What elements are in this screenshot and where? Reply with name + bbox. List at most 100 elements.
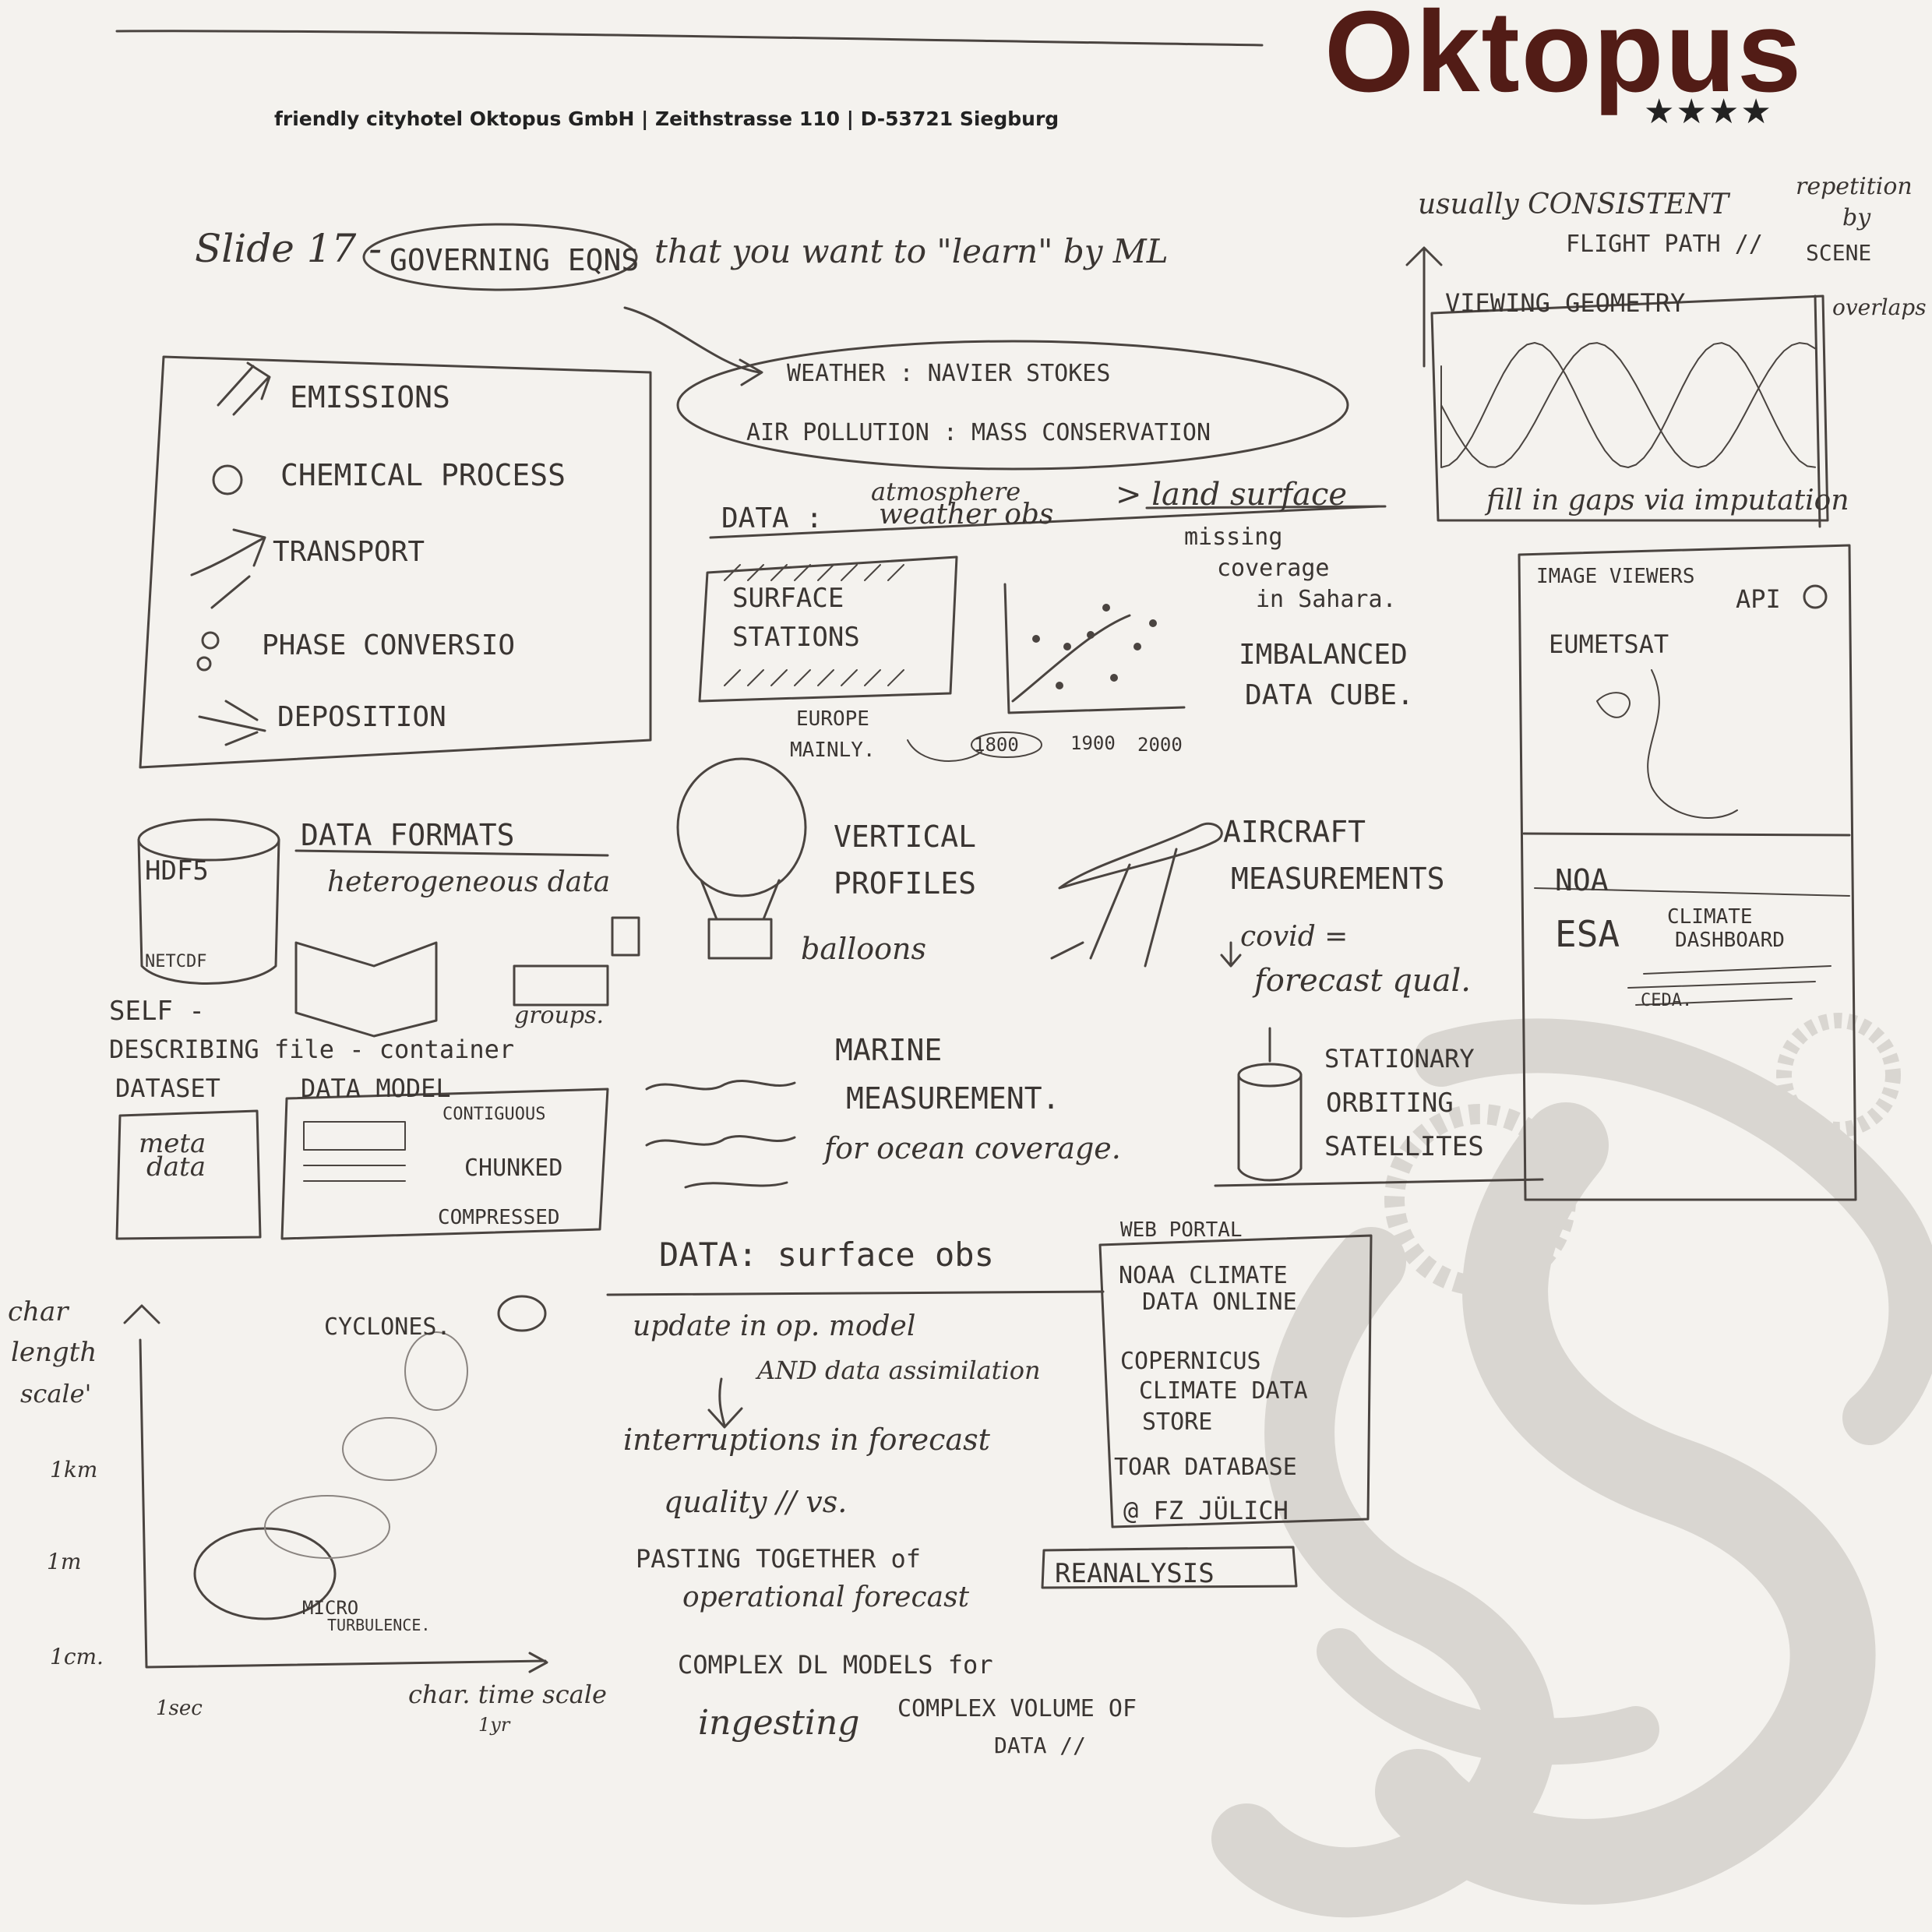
reanalysis-label: REANALYSIS [1055, 1558, 1215, 1589]
station-hatch [887, 564, 904, 581]
flight-path-wave-1 [1440, 342, 1816, 468]
hdf5-db-body [137, 838, 280, 985]
flight-path-wave-2 [1440, 342, 1816, 468]
year-2000: 2000 [1137, 734, 1183, 756]
esa-label: ESA [1555, 913, 1620, 955]
processes-box [139, 355, 652, 769]
hotel-stars: ★★★★ [1644, 92, 1773, 132]
scatter-point [1087, 631, 1095, 639]
reanalysis-box [1041, 1546, 1298, 1589]
viewing-geometry-label: VIEWING GEOMETRY [1445, 288, 1686, 318]
covid-2: forecast qual. [1254, 963, 1471, 999]
climate-1: CLIMATE [1667, 905, 1753, 929]
scale-ylabel-2: length [11, 1337, 97, 1368]
scale-axes [139, 1338, 547, 1669]
satellite-body [1237, 1074, 1303, 1182]
eqn-weather: WEATHER : NAVIER STOKES [787, 360, 1111, 387]
satellites-3: SATELLITES [1324, 1131, 1484, 1162]
chunked-label: CHUNKED [464, 1155, 563, 1182]
cop-1: COPERNICUS [1120, 1348, 1261, 1375]
hdf5-label: HDF5 [145, 855, 209, 887]
eqn-air-pollution: AIR POLLUTION : MASS CONSERVATION [746, 419, 1211, 446]
image-viewers-panel [1518, 544, 1857, 1201]
title-arrow [623, 306, 761, 374]
aircraft-1: AIRCRAFT [1223, 815, 1366, 849]
process-chemical: CHEMICAL PROCESS [280, 458, 566, 492]
emission-icon [217, 361, 271, 416]
station-hatch [770, 564, 788, 581]
scatter-trend [1011, 614, 1131, 703]
data-land-surface: > land surface [1116, 477, 1348, 513]
api-icon [1803, 584, 1828, 609]
wave-2 [645, 1135, 796, 1147]
phase-icon-2 [196, 656, 212, 672]
data-label: DATA : [721, 502, 823, 534]
watermark-arc [1414, 1018, 1932, 1445]
scatter-point [1110, 674, 1118, 682]
scatter-point [1133, 643, 1141, 650]
data-model-label: DATA MODEL [301, 1074, 451, 1103]
cop-3: STORE [1142, 1408, 1213, 1436]
title-rest: that you want to "learn" by ML [654, 232, 1169, 270]
flight-side1: repetition [1796, 173, 1913, 200]
groups-label: groups. [514, 1002, 605, 1029]
scale-tick-1km: 1km [50, 1457, 98, 1482]
watermark-curl [1317, 1628, 1659, 1765]
year-1900: 1900 [1070, 732, 1116, 754]
imbalanced-1: IMBALANCED [1239, 639, 1408, 671]
ingesting: ingesting [698, 1703, 860, 1743]
cop-2: CLIMATE DATA [1139, 1377, 1308, 1405]
surface-stations-2: STATIONS [732, 622, 860, 653]
micro-1: MICRO [302, 1597, 359, 1619]
surface-obs-title: DATA: surface obs [659, 1236, 994, 1274]
scale-tick-1cm: 1cm. [50, 1644, 104, 1669]
station-hatch-b [817, 669, 834, 686]
flight-side3: SCENE [1806, 240, 1872, 266]
contiguous-label: CONTIGUOUS [442, 1105, 546, 1124]
pasting-together: PASTING TOGETHER of [636, 1544, 922, 1574]
process-transport: TRANSPORT [273, 536, 425, 568]
scatter-axes [1003, 583, 1186, 714]
climate-2: DASHBOARD [1675, 929, 1785, 952]
watermark-tentacle [1375, 1102, 1876, 1905]
flight-side4: overlaps [1832, 294, 1927, 320]
process-deposition: DEPOSITION [277, 701, 446, 733]
data-assimilation: AND data assimilation [757, 1356, 1041, 1385]
scatter-point [1032, 635, 1040, 643]
micro-2: TURBULENCE. [327, 1616, 431, 1634]
scale-ellipse-2 [264, 1495, 390, 1559]
chunked-grid [303, 1165, 406, 1182]
balloon-icon [676, 757, 807, 897]
noa-label: NOA [1555, 863, 1609, 897]
scale-ylabel-1: char [8, 1296, 69, 1327]
scatter-point [1102, 604, 1110, 612]
vertical-1: VERTICAL [834, 820, 977, 854]
surface-obs-underline [606, 1290, 1105, 1296]
wave-3 [684, 1181, 788, 1189]
image-viewers-title: IMAGE VIEWERS [1536, 565, 1695, 588]
data-model-box [280, 1088, 609, 1240]
transport-icon [190, 528, 266, 609]
dataset-label: DATASET [115, 1074, 220, 1103]
marine-2: MEASUREMENT. [846, 1081, 1060, 1116]
station-hatch [724, 564, 741, 581]
noaa-2: DATA ONLINE [1142, 1289, 1297, 1316]
watermark-suckers-2 [1776, 1013, 1901, 1137]
flight-side2: by [1842, 204, 1871, 231]
station-hatch [817, 564, 834, 581]
watermark-tentacle-2 [1211, 1227, 1555, 1918]
scale-arrows [123, 1304, 548, 1673]
europe-1: EUROPE [796, 707, 869, 731]
scale-ellipse-4 [404, 1331, 468, 1411]
viewer-divider-2 [1534, 887, 1850, 897]
phase-icon-1 [201, 631, 220, 650]
data-formats-underline [294, 849, 609, 857]
station-hatch [747, 564, 764, 581]
airplane-icon [1050, 822, 1223, 968]
scale-xlabel: char. time scale [408, 1680, 607, 1709]
station-hatch-b [794, 669, 811, 686]
dataset-box [115, 1109, 262, 1240]
marine-3: for ocean coverage. [824, 1131, 1121, 1165]
process-emissions: EMISSIONS [290, 380, 450, 414]
missing-1: missing [1184, 524, 1283, 551]
